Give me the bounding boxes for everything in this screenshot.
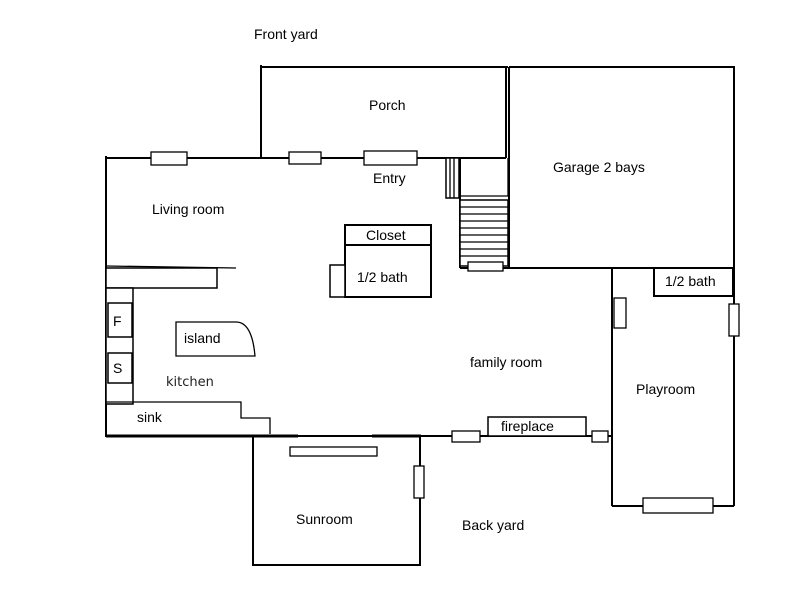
windows xyxy=(150,150,740,514)
label-sunroom: Sunroom xyxy=(296,511,353,527)
stove xyxy=(107,352,133,384)
label-fridge: F xyxy=(113,313,122,329)
window-entry-front xyxy=(363,150,418,166)
garage-half-bath xyxy=(653,267,734,297)
garage-walls xyxy=(508,66,735,269)
window-living-front xyxy=(150,151,188,166)
label-porch: Porch xyxy=(369,97,406,113)
window-living-front-2 xyxy=(288,151,322,165)
closet-bath-block xyxy=(329,224,432,298)
kitchen-island xyxy=(175,321,256,357)
kitchen-fixtures xyxy=(105,265,271,434)
window-family-back xyxy=(451,430,481,443)
label-back-yard: Back yard xyxy=(462,517,524,533)
label-fireplace: fireplace xyxy=(501,418,554,434)
fireplace xyxy=(487,416,587,437)
label-half-bath-center: 1/2 bath xyxy=(357,269,408,285)
label-garage: Garage 2 bays xyxy=(553,159,645,175)
label-family-room: family room xyxy=(470,354,542,370)
label-living-room: Living room xyxy=(152,201,224,217)
label-stove: S xyxy=(113,360,122,376)
label-playroom: Playroom xyxy=(636,381,695,397)
sink-counter xyxy=(106,401,271,434)
window-playroom-left xyxy=(613,297,627,329)
label-kitchen: kitchen xyxy=(166,375,214,390)
label-front-yard: Front yard xyxy=(254,26,318,42)
window-family-back-2 xyxy=(591,430,609,443)
label-closet: Closet xyxy=(366,227,406,243)
label-island: island xyxy=(184,330,221,346)
label-entry: Entry xyxy=(373,170,406,186)
stairs xyxy=(445,157,509,272)
label-sink: sink xyxy=(137,409,163,425)
porch-walls xyxy=(260,65,508,158)
closet xyxy=(344,224,432,298)
fridge xyxy=(107,302,133,338)
sunroom-walls xyxy=(252,436,421,566)
label-half-bath-garage: 1/2 bath xyxy=(665,273,716,289)
window-sunroom-top xyxy=(289,446,378,457)
kitchen-top-counter xyxy=(105,267,218,289)
window-playroom-right xyxy=(728,303,740,337)
window-sunroom-side xyxy=(413,465,425,499)
window-playroom-bottom xyxy=(642,497,714,514)
bath-door-step xyxy=(329,264,346,298)
